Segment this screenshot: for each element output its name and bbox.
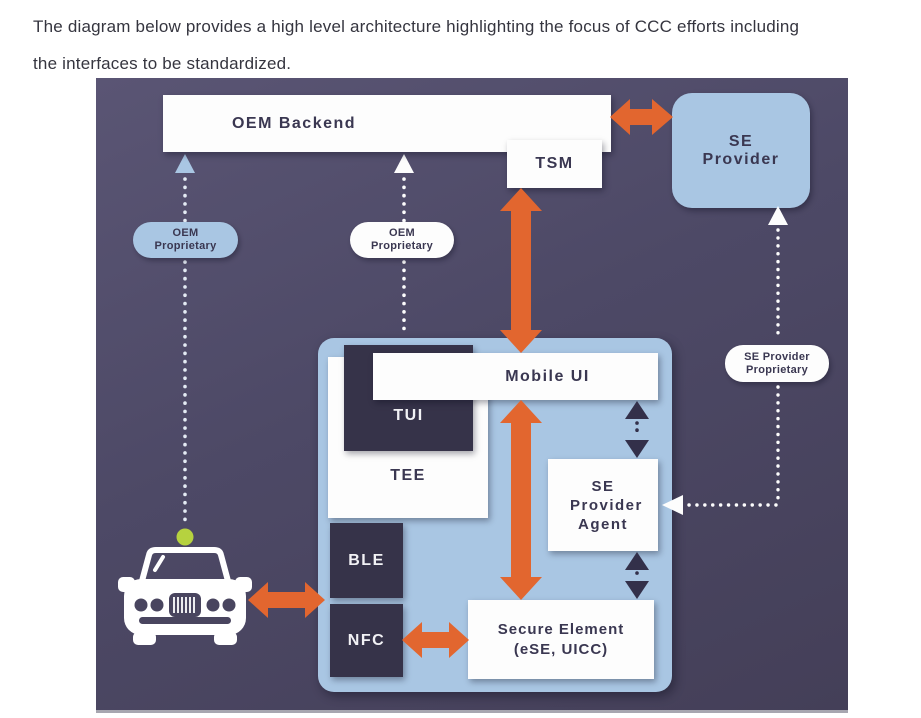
- node-secure-element-label: Secure Element (eSE, UICC): [497, 620, 625, 658]
- navy-arrow-seagent-secureelement: [625, 552, 649, 599]
- annotation-oem-proprietary-right-label: OEM Proprietary: [371, 227, 433, 252]
- green-indicator-dot: [176, 528, 194, 546]
- node-ble-label: BLE: [348, 551, 385, 569]
- node-se-provider-agent-label: SE Provider Agent: [570, 477, 643, 533]
- arrowhead-up-car-to-oem-backend: [175, 154, 195, 173]
- orange-arrow-oembackend-seprovider: [610, 99, 673, 135]
- orange-arrow-mobileui-secureelement: [500, 400, 542, 600]
- orange-arrow-tsm-mobileui: [500, 188, 542, 353]
- annotation-oem-proprietary-left: OEM Proprietary: [133, 222, 238, 258]
- node-se-provider-agent: SE Provider Agent: [548, 459, 658, 551]
- node-mobile-ui-label: Mobile UI: [505, 367, 590, 385]
- node-nfc: NFC: [330, 604, 403, 677]
- car-grille: [169, 593, 201, 617]
- intro-line-2: the interfaces to be standardized.: [33, 54, 292, 73]
- node-tee-label: TEE: [390, 467, 426, 484]
- node-se-provider-label: SE Provider: [702, 132, 780, 168]
- architecture-diagram: OEM Backend TSM SE Provider OEM Propriet…: [96, 78, 848, 713]
- node-tsm: TSM: [507, 140, 602, 188]
- node-mobile-ui: Mobile UI: [373, 353, 658, 400]
- node-secure-element: Secure Element (eSE, UICC): [468, 600, 654, 679]
- navy-arrow-mobileui-seagent: [625, 401, 649, 458]
- intro-line-1: The diagram below provides a high level …: [33, 17, 800, 36]
- arrowhead-left-to-se-provider-agent: [662, 495, 683, 515]
- node-tui-label: TUI: [393, 407, 424, 424]
- node-se-provider: SE Provider: [672, 93, 810, 208]
- node-tsm-label: TSM: [535, 155, 574, 172]
- arrowhead-up-to-se-provider: [768, 206, 788, 225]
- arrows-front-layer: [118, 99, 788, 658]
- node-ble: BLE: [330, 523, 403, 598]
- annotation-se-provider-proprietary: SE Provider Proprietary: [725, 345, 829, 382]
- annotation-oem-proprietary-right: OEM Proprietary: [350, 222, 454, 258]
- intro-paragraph: The diagram below provides a high level …: [33, 8, 921, 82]
- annotation-oem-proprietary-left-label: OEM Proprietary: [154, 227, 217, 252]
- node-nfc-label: NFC: [347, 631, 386, 649]
- annotation-se-provider-proprietary-label: SE Provider Proprietary: [744, 350, 810, 376]
- orange-arrow-nfc-secureelement: [402, 622, 469, 658]
- orange-arrow-car-phone: [248, 582, 325, 618]
- node-oem-backend-label: OEM Backend: [231, 114, 357, 132]
- car-front-icon: [118, 547, 252, 645]
- dotted-route-se-provider-proprietary: [662, 206, 788, 515]
- arrowhead-up-mobileui-to-oem-backend: [394, 154, 414, 173]
